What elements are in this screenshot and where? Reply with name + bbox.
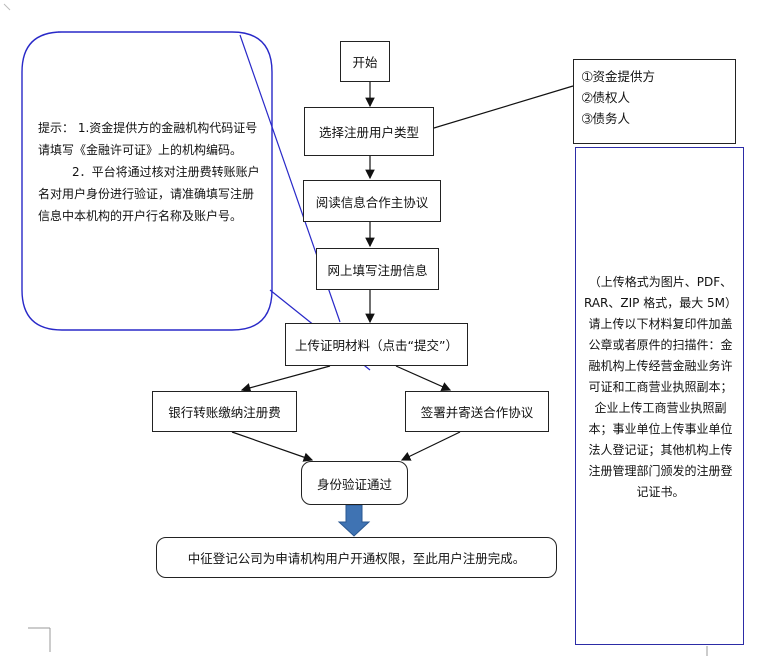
arrow-upload-to-bank bbox=[240, 365, 331, 393]
upload-node: 上传证明材料（点击“提交”） bbox=[285, 323, 468, 366]
sign-agreement-label: 签署并寄送合作协议 bbox=[420, 405, 534, 420]
read-agreement-node: 阅读信息合作主协议 bbox=[303, 180, 441, 222]
verified-label: 身份验证通过 bbox=[316, 476, 392, 492]
upload-label: 上传证明材料（点击“提交”） bbox=[295, 338, 458, 353]
select-type-node: 选择注册用户类型 bbox=[304, 107, 434, 156]
callout-bubble bbox=[21, 31, 273, 331]
complete-node: 中征登记公司为申请机构用户开通权限，至此用户注册完成。 bbox=[156, 537, 557, 578]
role-item: ➀资金提供方 bbox=[582, 69, 655, 84]
start-label: 开始 bbox=[352, 55, 378, 70]
roles-box: ➀资金提供方 ➁债权人 ➂债务人 bbox=[573, 59, 736, 144]
upload-requirements-panel bbox=[575, 147, 744, 645]
callout-line-2: 2．平台将通过核对注册费转账账户名对用户身份进行验证，请准确填写注册信息中本机构… bbox=[38, 165, 260, 223]
verified-node: 身份验证通过 bbox=[301, 461, 408, 505]
start-node: 开始 bbox=[340, 41, 390, 82]
roles-connector bbox=[433, 85, 574, 129]
big-down-arrow bbox=[337, 504, 371, 537]
role-item: ➁债权人 bbox=[582, 90, 630, 105]
bank-transfer-node: 银行转账缴纳注册费 bbox=[152, 391, 297, 432]
arrow-bank-to-verified bbox=[231, 431, 314, 462]
arrow-sign-to-verified bbox=[400, 431, 461, 461]
callout-text: 提示： 1.资金提供方的金融机构代码证号请填写《金融许可证》上的机构编码。 2．… bbox=[38, 117, 260, 227]
bank-transfer-label: 银行转账缴纳注册费 bbox=[168, 405, 281, 420]
fill-info-label: 网上填写注册信息 bbox=[327, 262, 428, 278]
role-item: ➂债务人 bbox=[582, 111, 630, 126]
upload-requirements-text: （上传格式为图片、PDF、RAR、ZIP 格式，最大 5M）请上传以下材料复印件… bbox=[583, 275, 737, 499]
fill-info-node: 网上填写注册信息 bbox=[316, 248, 439, 290]
complete-label: 中征登记公司为申请机构用户开通权限，至此用户注册完成。 bbox=[187, 551, 526, 566]
sign-agreement-node: 签署并寄送合作协议 bbox=[405, 391, 549, 432]
arrow-upload-to-sign bbox=[395, 365, 452, 391]
read-agreement-label: 阅读信息合作主协议 bbox=[315, 194, 429, 210]
callout-line-1: 提示： 1.资金提供方的金融机构代码证号请填写《金融许可证》上的机构编码。 bbox=[38, 121, 258, 157]
select-type-label: 选择注册用户类型 bbox=[318, 125, 419, 140]
